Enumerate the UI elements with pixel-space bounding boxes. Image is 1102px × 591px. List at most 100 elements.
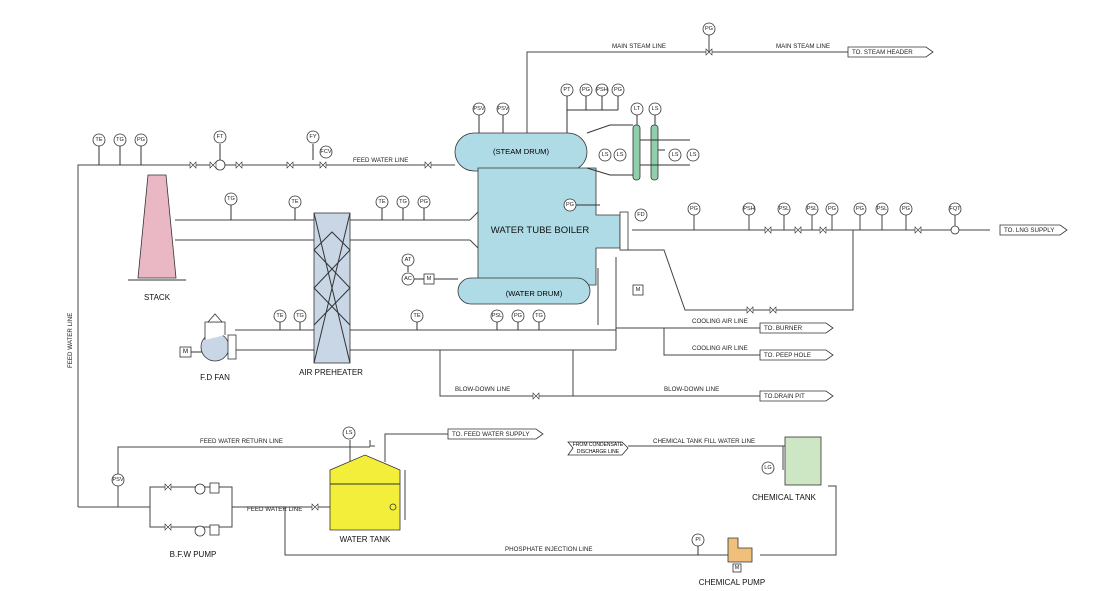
- dest-drain-pit-label: TO.DRAIN PIT: [764, 393, 805, 400]
- ls-top-instrument: LS: [648, 102, 662, 116]
- psl-gas-1-instrument: PSL: [777, 202, 791, 216]
- main-steam-line-label-1: MAIN STEAM LINE: [612, 43, 666, 50]
- svg-text:AC: AC: [404, 276, 412, 282]
- svg-text:PT: PT: [563, 87, 571, 93]
- svg-text:TG: TG: [399, 199, 407, 205]
- ls-tank-instrument: LS: [342, 426, 356, 440]
- svg-text:LS: LS: [672, 152, 679, 158]
- svg-text:PG: PG: [690, 206, 698, 212]
- psl-gas-2-instrument: PSL: [805, 202, 819, 216]
- level-columns: [586, 124, 690, 181]
- svg-text:PG: PG: [420, 199, 428, 205]
- svg-text:PG: PG: [856, 206, 864, 212]
- svg-text:PSV: PSV: [473, 106, 484, 112]
- dest-lng-supply-label: TO. LNG SUPPLY: [1004, 227, 1054, 234]
- svg-text:TG: TG: [116, 137, 124, 143]
- at-instrument: AT: [401, 253, 415, 267]
- tg-flue-instrument: TG: [396, 195, 410, 209]
- pg-steam-instrument: PG: [702, 22, 716, 36]
- svg-text:PG: PG: [705, 26, 713, 32]
- svg-text:LS: LS: [690, 152, 697, 158]
- svg-text:PG: PG: [137, 137, 145, 143]
- svg-text:PG: PG: [828, 206, 836, 212]
- psl-gas-3-instrument: PSL: [875, 202, 889, 216]
- lt-instrument: LT: [630, 102, 644, 116]
- blow-down-label-2: BLOW-DOWN LINE: [664, 386, 719, 393]
- ls-1-instrument: LS: [598, 148, 612, 162]
- svg-text:PI: PI: [695, 537, 701, 543]
- condensate-label-1: FROM CONDENSATE: [573, 442, 624, 448]
- dest-steam-header: TO. STEAM HEADER: [847, 46, 934, 58]
- fqt-instrument: FQT: [948, 202, 962, 216]
- psl-waterdrum-instrument: PSL: [490, 309, 504, 323]
- cooling-air-label-1: COOLING AIR LINE: [692, 318, 748, 325]
- tg-stack-instrument: TG: [224, 192, 238, 206]
- dest-peep-hole-label: TO. PEEP HOLE: [764, 352, 811, 359]
- condensate-label-2: DISCHARGE LINE: [577, 449, 620, 455]
- dest-lng-supply: TO. LNG SUPPLY: [999, 224, 1068, 236]
- te-fan-instrument: TE: [273, 309, 287, 323]
- svg-text:TG: TG: [227, 196, 235, 202]
- bfw-pumps: B.F.W PUMP: [170, 482, 220, 559]
- valve-symbols: [164, 48, 922, 531]
- chem-fill-label: CHEMICAL TANK FILL WATER LINE: [653, 438, 755, 445]
- stack-label: STACK: [144, 293, 171, 302]
- tg-feedwater-instrument: TG: [113, 133, 127, 147]
- condensate-source: FROM CONDENSATE DISCHARGE LINE: [567, 441, 629, 456]
- cooling-air-pipe: [616, 327, 760, 356]
- bfw-pump-label: B.F.W PUMP: [170, 550, 217, 559]
- pg-gas-3-instrument: PG: [853, 202, 867, 216]
- feed-water-line-label-top: FEED WATER LINE: [353, 157, 408, 164]
- svg-text:FD: FD: [637, 212, 644, 218]
- blow-down-pipe: [439, 350, 760, 397]
- steam-drum: (STEAM DRUM): [454, 132, 588, 172]
- chem-pump-motor: M: [735, 565, 739, 571]
- cooling-air-label-2: COOLING AIR LINE: [692, 345, 748, 352]
- svg-text:LT: LT: [634, 106, 641, 112]
- feed-water-line-label-bottom: FEED WATER LINE: [247, 506, 302, 513]
- svg-text:TG: TG: [296, 313, 304, 319]
- svg-text:PSH: PSH: [596, 87, 608, 93]
- svg-text:TE: TE: [413, 313, 420, 319]
- pg-gas-1-instrument: PG: [687, 202, 701, 216]
- ac-instrument: AC: [401, 272, 415, 286]
- steam-drum-label: (STEAM DRUM): [493, 147, 550, 156]
- svg-text:PSL: PSL: [492, 313, 503, 319]
- fd-instrument: FD: [634, 208, 648, 222]
- phosphate-label: PHOSPHATE INJECTION LINE: [505, 546, 593, 553]
- svg-text:LS: LS: [602, 152, 609, 158]
- fy-instrument: FY: [306, 130, 320, 144]
- fd-fan-label: F.D FAN: [200, 373, 230, 382]
- te-feedwater-instrument: TE: [92, 133, 106, 147]
- blow-down-label-1: BLOW-DOWN LINE: [455, 386, 510, 393]
- tg-waterdrum-instrument: TG: [532, 309, 546, 323]
- te-stack-instrument: TE: [288, 195, 302, 209]
- psh-drum-instrument: PSH: [595, 83, 609, 97]
- svg-text:TE: TE: [276, 313, 283, 319]
- te-flue-instrument: TE: [375, 195, 389, 209]
- chemical-tank-label: CHEMICAL TANK: [752, 493, 817, 502]
- svg-text:PG: PG: [582, 87, 590, 93]
- fan-motor-label: M: [183, 349, 188, 355]
- svg-text:PSL: PSL: [807, 206, 818, 212]
- svg-text:LS: LS: [652, 106, 659, 112]
- svg-text:PSH: PSH: [743, 206, 755, 212]
- air-preheater: AIR PREHEATER: [299, 212, 363, 377]
- psh-gas-instrument: PSH: [742, 202, 756, 216]
- fd-fan: M F.D FAN: [179, 313, 237, 382]
- psv-2-instrument: PSV: [496, 102, 510, 116]
- pg-drum-2-instrument: PG: [611, 83, 625, 97]
- chemical-pump: M CHEMICAL PUMP: [699, 537, 765, 587]
- svg-text:PG: PG: [902, 206, 910, 212]
- dest-feed-water-supply: TO. FEED WATER SUPPLY: [447, 428, 544, 440]
- damper-motor: M: [636, 287, 641, 293]
- svg-text:AT: AT: [405, 257, 412, 263]
- fcv-instrument: FCV: [319, 145, 333, 159]
- svg-text:TE: TE: [291, 199, 298, 205]
- chemical-tank: CHEMICAL TANK: [752, 436, 822, 502]
- water-drum: (WATER DRUM): [457, 277, 591, 305]
- ft-instrument: FT: [213, 130, 227, 144]
- svg-text:PG: PG: [566, 202, 574, 208]
- pt-instrument: PT: [560, 83, 574, 97]
